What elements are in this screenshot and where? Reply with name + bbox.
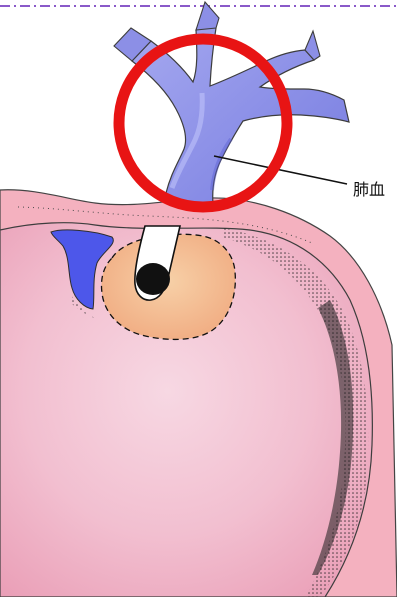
annotation-label: 肺血 — [353, 176, 385, 200]
ostium-hole — [136, 263, 170, 295]
